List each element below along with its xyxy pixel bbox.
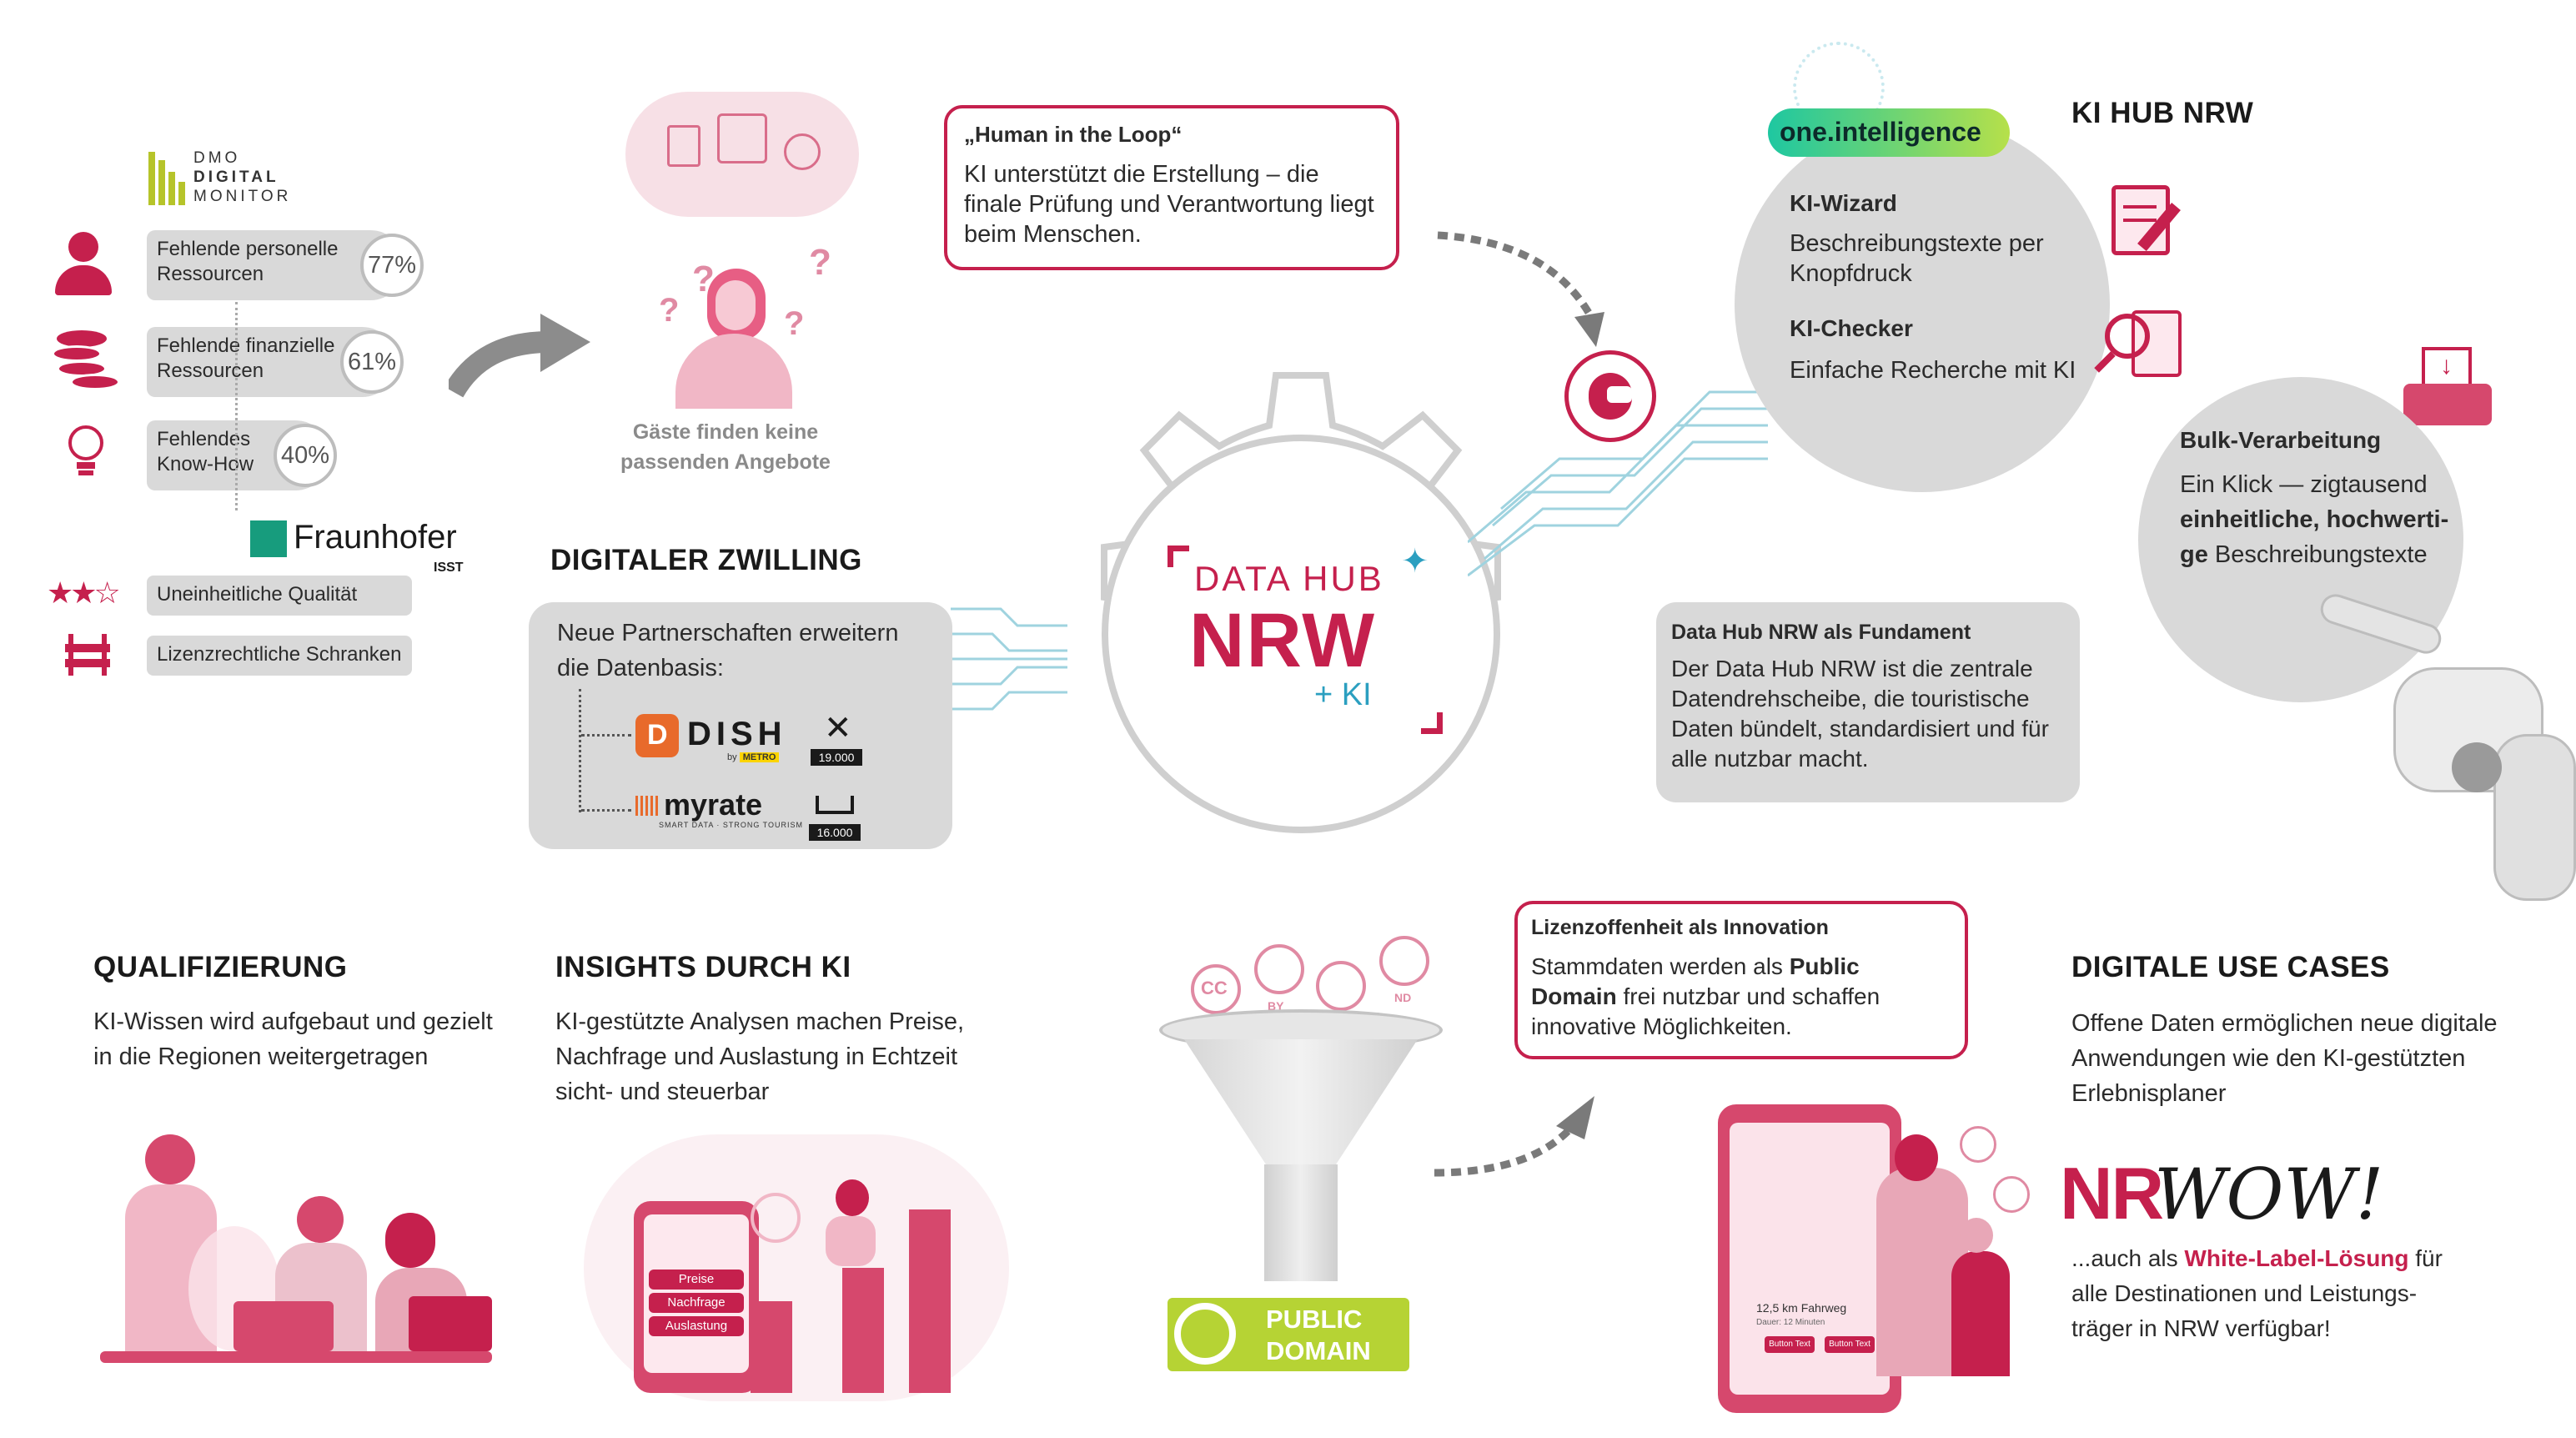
data-hub-logo: DATA HUB NRW + KI ✦ — [1167, 542, 1443, 734]
dotted-arrow-icon — [1437, 231, 1604, 347]
dmo-line-1: DMO — [193, 149, 241, 167]
tree-connector — [579, 689, 637, 812]
ki-wizard-block: KI-Wizard Beschreibungstexte per Knopfdr… — [1790, 190, 2044, 287]
lightbulb-icon — [53, 417, 120, 484]
usecases-text: Offene Daten ermöglichen neue digitale A… — [2071, 1010, 2498, 1107]
public-domain-icon — [1174, 1303, 1236, 1365]
percent-badge: 77% — [360, 234, 424, 297]
nrwow-logo: NRWOW! — [2060, 1152, 2384, 1235]
hotel-bed-icon: 16.000 — [809, 784, 861, 841]
circuit-lines-icon — [951, 607, 1067, 711]
qualifizierung-title: QUALIFIZIERUNG — [93, 951, 348, 983]
phone-map-illustration: 12,5 km Fahrweg Dauer: 12 Minuten Button… — [1701, 1084, 2051, 1418]
ai-head-icon — [1564, 350, 1656, 442]
sparkle-icon: ✦ — [1401, 543, 1429, 580]
dmo-bars-icon — [148, 152, 185, 205]
twin-card: Neue Partnerschaften erweitern die Daten… — [529, 602, 952, 849]
robot-hand-icon — [2310, 590, 2576, 918]
public-domain-logo: PUBLIC DOMAIN — [1167, 1298, 1409, 1371]
ki-hub-circle — [1735, 117, 2110, 492]
gear-icon — [1034, 367, 1568, 901]
curved-arrow-icon — [449, 314, 590, 398]
insights-title: INSIGHTS DURCH KI — [555, 951, 851, 983]
fundament-card: Data Hub NRW als Fundament Der Data Hub … — [1656, 602, 2080, 802]
insights-text: KI-gestützte Analysen machen Preise, Nac… — [555, 1008, 965, 1105]
coins-icon — [48, 330, 123, 392]
dmo-logo: DMO DIGITAL MONITOR — [148, 148, 315, 207]
funnel-icon — [1159, 1009, 1443, 1285]
myrate-logo: myrate SMART DATA · STRONG TOURISM — [635, 787, 811, 837]
search-document-icon — [2093, 305, 2193, 389]
ki-hub-title: KI HUB NRW — [2071, 97, 2254, 129]
guest-illustration: ? ? ? ? — [617, 92, 867, 409]
white-label-text: ...auch als White-Label-Lösung für alle … — [2071, 1245, 2443, 1341]
team-illustration — [92, 1118, 492, 1376]
dish-logo: D DISH by METRO — [635, 714, 802, 764]
problem-pill: Uneinheitliche Qualität — [147, 576, 412, 616]
document-edit-icon — [2106, 175, 2190, 259]
bulk-print-icon: ↓ — [2403, 347, 2495, 430]
dmo-line-2: DIGITAL — [193, 168, 279, 186]
dotted-connector — [235, 302, 238, 510]
twin-title: DIGITALER ZWILLING — [550, 544, 862, 576]
human-in-loop-card: „Human in the Loop“ KI unterstützt die E… — [944, 105, 1399, 270]
usecases-title: DIGITALE USE CASES — [2071, 951, 2390, 983]
problem-pill: Lizenzrechtliche Schranken — [147, 636, 412, 676]
fraunhofer-logo: Fraunhofer ISST — [250, 519, 484, 582]
fraunhofer-mark-icon — [250, 520, 287, 557]
insights-illustration: Preise Nachfrage Auslastung — [575, 1126, 1017, 1410]
percent-badge: 40% — [274, 424, 337, 487]
dmo-line-3: MONITOR — [193, 188, 292, 205]
qualifizierung-text: KI-Wissen wird aufgebaut und gezielt in … — [93, 1008, 493, 1070]
dotted-arrow-icon — [1434, 1096, 1594, 1177]
lizenz-card: Lizenzoffenheit als Innovation Stammdate… — [1514, 901, 1968, 1059]
circuit-lines-icon — [1468, 390, 1768, 577]
barrier-icon — [65, 634, 110, 676]
percent-badge: 61% — [340, 330, 404, 394]
bulk-block: Bulk-Verarbeitung Ein Klick — zigtausend… — [2180, 427, 2449, 568]
one-intelligence-logo: one.intelligence — [1768, 108, 2010, 157]
ki-checker-block: KI-Checker Einfache Recherche mit KI — [1790, 315, 2076, 384]
restaurant-icon: ✕ 19.000 — [811, 709, 862, 766]
person-icon — [52, 232, 115, 299]
stars-icon: ★★☆ — [47, 576, 121, 610]
